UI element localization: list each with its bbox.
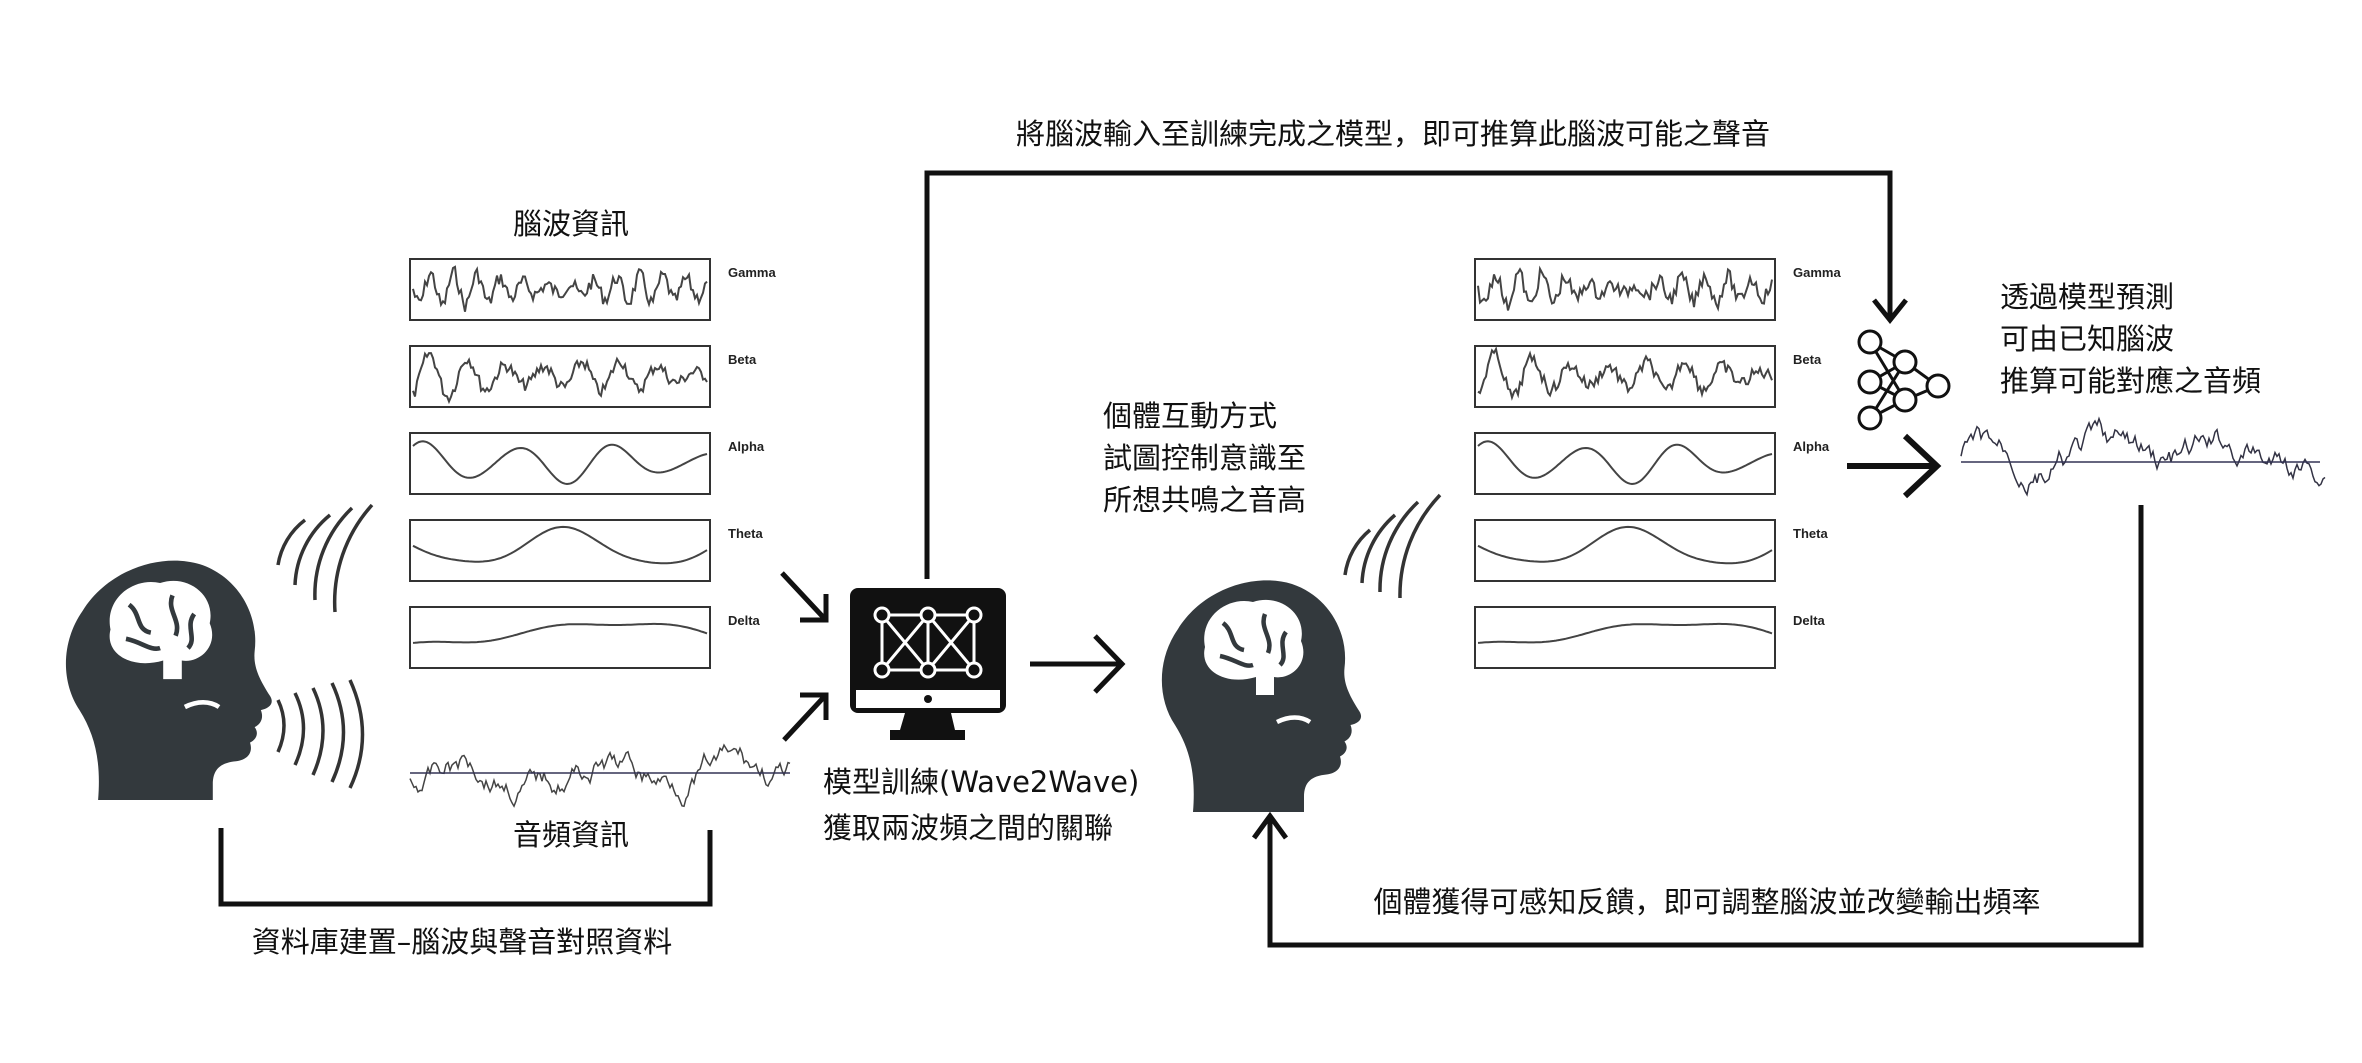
eeg-band-label: Beta <box>1793 352 1822 367</box>
speaking-head-icon <box>66 561 272 800</box>
audio-waveform-left <box>409 743 791 808</box>
arrow-right-output-icon <box>1847 433 1942 499</box>
eeg-band-label: Theta <box>1793 526 1828 541</box>
arrow-in-eeg-icon <box>780 571 829 623</box>
eeg-wave-beta <box>1477 346 1773 401</box>
eeg-wave-delta <box>1477 622 1773 644</box>
database-text: 資料庫建置–腦波與聲音對照資料 <box>252 925 673 959</box>
eeg-panel-delta <box>409 606 711 669</box>
interaction-line1: 個體互動方式 <box>1103 399 1277 433</box>
arrow-up-icon <box>1251 811 1289 840</box>
eeg-panel-theta <box>409 519 711 582</box>
eeg-panel-delta <box>1474 606 1776 669</box>
eeg-band-label: Alpha <box>728 439 765 454</box>
arrow-right-icon <box>1030 634 1126 694</box>
top-connector-line <box>924 170 1893 579</box>
prediction-line2: 可由已知腦波 <box>2000 322 2174 356</box>
feedback-text: 個體獲得可感知反饋，即可調整腦波並改變輸出頻率 <box>1373 885 2040 919</box>
eeg-panel-theta <box>1474 519 1776 582</box>
eeg-title: 腦波資訊 <box>513 207 629 241</box>
top-flow-text: 將腦波輸入至訓練完成之模型，即可推算此腦波可能之聲音 <box>1016 117 1770 151</box>
eeg-panel-beta <box>1474 345 1776 408</box>
eeg-band-label: Beta <box>728 352 757 367</box>
neural-network-icon <box>1857 329 1951 431</box>
feedback-connector-line <box>1267 505 2144 948</box>
arrow-in-audio-icon <box>782 692 829 742</box>
audio-title: 音頻資訊 <box>513 818 629 852</box>
interaction-line2: 試圖控制意識至 <box>1103 441 1306 475</box>
prediction-line1: 透過模型預測 <box>2000 280 2174 314</box>
eeg-wave-theta <box>1477 525 1773 565</box>
eeg-band-label: Theta <box>728 526 763 541</box>
eeg-wave-gamma <box>1477 265 1773 312</box>
eeg-wave-alpha <box>1477 440 1773 486</box>
prediction-line3: 推算可能對應之音頻 <box>2000 364 2261 398</box>
user-head-icon <box>1162 580 1361 812</box>
database-bracket <box>218 828 713 907</box>
eeg-band-label: Delta <box>1793 613 1826 628</box>
eeg-panel-alpha <box>409 432 711 495</box>
interaction-line3: 所想共鳴之音高 <box>1103 483 1306 517</box>
computer-model-icon <box>850 588 1006 740</box>
model-text-line1: 模型訓練(Wave2Wave) <box>823 765 1139 799</box>
eeg-panel-gamma <box>1474 258 1776 321</box>
eeg-band-label: Gamma <box>728 265 776 280</box>
eeg-band-label: Gamma <box>1793 265 1841 280</box>
predicted-audio-waveform <box>1960 416 2326 497</box>
eeg-panel-beta <box>409 345 711 408</box>
eeg-band-label: Delta <box>728 613 761 628</box>
brainwave-emission-arcs <box>276 503 374 613</box>
eeg-wave-delta <box>412 622 708 644</box>
eeg-panel-alpha <box>1474 432 1776 495</box>
sound-emission-arcs <box>276 679 365 789</box>
eeg-panel-gamma <box>409 258 711 321</box>
arrow-down-icon <box>1872 298 1908 325</box>
eeg-wave-gamma <box>412 265 708 312</box>
model-text-line2: 獲取兩波頻之間的關聯 <box>823 811 1113 845</box>
eeg-band-label: Alpha <box>1793 439 1830 454</box>
eeg-wave-beta <box>412 351 708 405</box>
eeg-wave-alpha <box>412 440 708 486</box>
brainwave-emission-arcs-right <box>1343 493 1442 599</box>
eeg-wave-theta <box>412 525 708 565</box>
